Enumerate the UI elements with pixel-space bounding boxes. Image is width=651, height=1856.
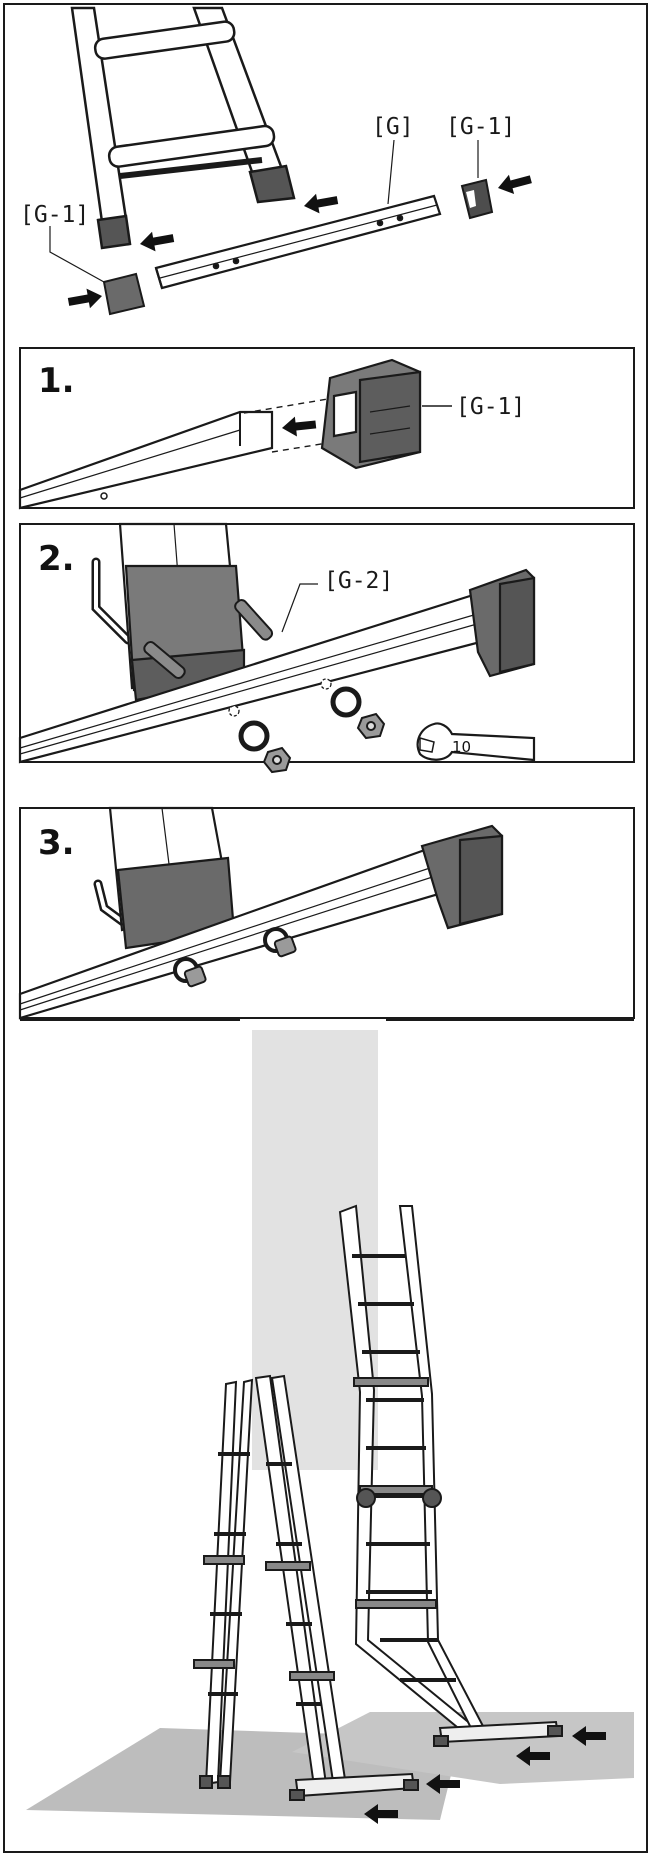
arrow-icon [495, 169, 534, 198]
step-2-number: 2. [38, 539, 75, 579]
end-cap-left [49, 226, 146, 316]
label-g1-right: [G-1] [446, 114, 515, 140]
installed-scene [20, 1019, 634, 1824]
step-2-panel: 2. [G-2] [18, 522, 635, 774]
arrow-icon [138, 228, 176, 254]
step-1-panel: 1. [G-1] [18, 347, 635, 510]
stabilizer-bar [154, 139, 442, 290]
nut [262, 712, 386, 774]
ladder-icon [193, 1374, 419, 1801]
wrench-size: 10 [452, 738, 471, 756]
mounted-nut [173, 927, 297, 988]
label-g2: [G-2] [324, 568, 393, 594]
threaded-rod [143, 599, 274, 680]
wrench-icon [416, 722, 536, 762]
label-g: [G] [372, 114, 414, 140]
ladder-icon [338, 1204, 563, 1747]
label-g1-left: [G-1] [20, 202, 89, 228]
step-3-number: 3. [38, 823, 75, 863]
end-cap-right [460, 140, 494, 220]
arrow-icon [302, 190, 340, 216]
step-3-panel: 3. [18, 806, 635, 1020]
step-1-number: 1. [38, 361, 75, 401]
ladder-legs-top [70, 6, 296, 250]
overview-section: [G] [G-1] [G-1] [20, 6, 534, 316]
label-g1-step1: [G-1] [456, 394, 525, 420]
arrow-icon [66, 286, 104, 312]
washer [238, 686, 362, 752]
end-cap-step1 [320, 358, 422, 470]
outer-frame [3, 3, 648, 1853]
